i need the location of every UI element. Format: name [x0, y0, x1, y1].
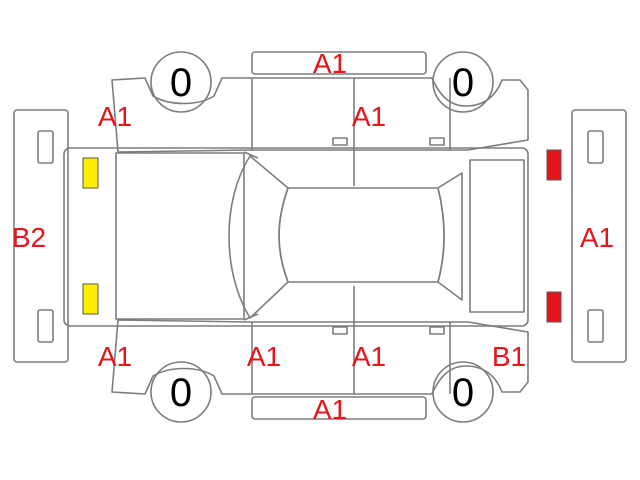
front-bumper-tab-bottom: [37, 309, 54, 343]
tire-front-left: [150, 51, 212, 113]
tire-front-right-reading: 0: [170, 371, 192, 415]
rear-bumper: [571, 109, 627, 363]
left-mirror-bottom: [243, 313, 259, 321]
label-roof-bottom: A1: [313, 394, 347, 425]
tire-rear-left: [432, 51, 494, 113]
tire-rear-right-reading: 0: [452, 371, 474, 415]
tire-rear-right: [432, 361, 494, 423]
car-body: [63, 147, 529, 327]
front-light-top: [82, 157, 99, 189]
rear-bumper-tab-bottom: [587, 309, 604, 343]
tire-front-right: [150, 361, 212, 423]
label-roof-top: A1: [313, 48, 347, 79]
label-front-right-door: A1: [247, 341, 281, 372]
front-bumper: [13, 109, 69, 363]
trunk: [469, 159, 525, 313]
label-rear-left-door: A1: [352, 341, 386, 372]
rear-light-bottom: [546, 291, 562, 323]
bottom-side-panel: [111, 319, 529, 395]
label-front-bumper: B2: [12, 222, 46, 253]
roof: [278, 187, 445, 283]
rear-bumper-tab-top: [587, 130, 604, 164]
hood: [115, 152, 245, 320]
front-bumper-tab-top: [37, 130, 54, 164]
top-side-strip: [251, 51, 427, 75]
label-rear-right-fender: B1: [492, 341, 526, 372]
tire-front-left-reading: 0: [170, 61, 192, 105]
label-front-right-fender: A1: [98, 341, 132, 372]
rear-light-top: [546, 149, 562, 181]
label-front-left-fender: A1: [98, 101, 132, 132]
bottom-front-door-handle: [332, 326, 348, 335]
tire-rear-left-reading: 0: [452, 61, 474, 105]
front-light-bottom: [82, 283, 99, 315]
top-rear-door-handle: [429, 137, 445, 146]
top-front-door-handle: [332, 137, 348, 146]
left-mirror-top: [243, 151, 259, 159]
car-outline: [13, 51, 627, 423]
rear-window: [437, 172, 463, 301]
bottom-side-strip: [251, 396, 427, 420]
top-side-panel: [111, 77, 529, 153]
label-rear-right-door: A1: [352, 101, 386, 132]
label-rear-bumper: A1: [580, 222, 614, 253]
bottom-rear-door-handle: [429, 326, 445, 335]
